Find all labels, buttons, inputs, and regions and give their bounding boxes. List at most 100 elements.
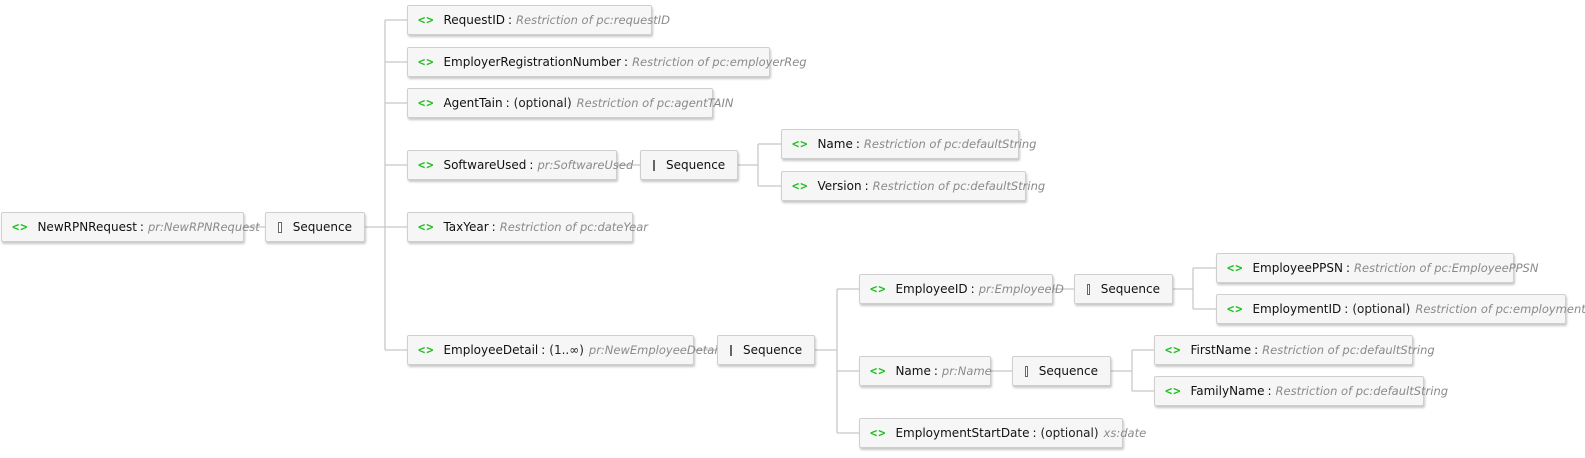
name-type-separator: : (864, 179, 869, 193)
element-icon: <> (12, 220, 29, 234)
element-icon: <> (418, 13, 435, 27)
element-type: pr:Name (941, 364, 992, 378)
element-name: EmployeeDetail (443, 343, 539, 357)
element-type: pr:SoftwareUsed (537, 158, 634, 172)
element-name: EmployerRegistrationNumber (443, 55, 622, 69)
element-type: Restriction of pc:dateYear (499, 220, 648, 234)
element-node-employerregistrationnumber[interactable]: <> EmployerRegistrationNumber : Restrict… (407, 47, 807, 77)
element-name: Version (817, 179, 862, 193)
element-icon: <> (418, 158, 435, 172)
element-icon: <> (418, 343, 435, 357)
element-cardinality: (optional) (1352, 302, 1411, 316)
element-node-requestid[interactable]: <> RequestID : Restriction of pc:request… (407, 5, 670, 35)
element-icon: <> (1227, 302, 1244, 316)
element-type: pr:NewRPNRequest (147, 220, 260, 234)
name-type-separator: : (505, 96, 510, 110)
name-type-separator: : (1267, 384, 1272, 398)
element-type: Restriction of pc:defaultString (1262, 343, 1435, 357)
element-cardinality: (optional) (513, 96, 572, 110)
element-type: Restriction of pc:defaultString (1275, 384, 1449, 398)
sequence-label: Sequence (743, 343, 803, 357)
element-name: Name (895, 364, 931, 378)
sequence-icon (278, 221, 282, 233)
sequence-node-root[interactable]: Sequence (265, 212, 365, 242)
element-node-software-name[interactable]: <> Name : Restriction of pc:defaultStrin… (781, 129, 1036, 159)
sequence-icon (653, 159, 655, 171)
element-name: RequestID (443, 13, 505, 27)
element-type: xs:date (1103, 426, 1147, 440)
sequence-label: Sequence (666, 158, 726, 172)
element-name: Name (817, 137, 853, 151)
element-node-agenttain[interactable]: <> AgentTain : (optional) Restriction of… (407, 88, 733, 118)
element-type: Restriction of pc:employerReg (632, 55, 807, 69)
sequence-node-name[interactable]: Sequence (1012, 356, 1111, 386)
sequence-node-softwareused[interactable]: Sequence (640, 150, 738, 180)
name-type-separator: : (507, 13, 513, 27)
element-type: Restriction of pc:defaultString (872, 179, 1046, 193)
element-icon: <> (792, 137, 809, 151)
element-node-familyname[interactable]: <> FamilyName : Restriction of pc:defaul… (1154, 376, 1448, 406)
element-name: FirstName (1190, 343, 1252, 357)
element-node-employeedetail[interactable]: <> EmployeeDetail : (1..∞) pr:NewEmploye… (407, 335, 721, 365)
element-icon: <> (418, 55, 435, 69)
sequence-icon (730, 344, 732, 356)
name-type-separator: : (139, 220, 144, 234)
name-type-separator: : (855, 137, 860, 151)
element-node-employeeid[interactable]: <> EmployeeID : pr:EmployeeID (859, 274, 1064, 304)
element-node-softwareused[interactable]: <> SoftwareUsed : pr:SoftwareUsed (407, 150, 633, 180)
name-type-separator: : (933, 364, 938, 378)
element-name: FamilyName (1190, 384, 1265, 398)
element-icon: <> (792, 179, 809, 193)
element-type: Restriction of pc:requestID (516, 13, 670, 27)
sequence-node-employeeid[interactable]: Sequence (1074, 274, 1173, 304)
element-name: TaxYear (443, 220, 489, 234)
element-icon: <> (870, 426, 887, 440)
name-type-separator: : (624, 55, 629, 69)
element-name: EmployeeID (895, 282, 968, 296)
element-name: AgentTain (443, 96, 503, 110)
element-type: Restriction of pc:defaultString (863, 137, 1037, 151)
name-type-separator: : (1254, 343, 1259, 357)
element-icon: <> (418, 96, 435, 110)
element-cardinality: (1..∞) (549, 343, 584, 357)
name-type-separator: : (541, 343, 546, 357)
element-icon: <> (1165, 384, 1182, 398)
element-node-employee-name[interactable]: <> Name : pr:Name (859, 356, 992, 386)
sequence-label: Sequence (292, 220, 352, 234)
name-type-separator: : (491, 220, 496, 234)
sequence-icon (1087, 283, 1090, 295)
element-node-firstname[interactable]: <> FirstName : Restriction of pc:default… (1154, 335, 1435, 365)
element-icon: <> (1227, 261, 1244, 275)
sequence-icon (1025, 365, 1028, 377)
element-node-employmentid[interactable]: <> EmploymentID : (optional) Restriction… (1216, 294, 1585, 324)
element-name: EmployeePPSN (1252, 261, 1343, 275)
element-node-employmentstartdate[interactable]: <> EmploymentStartDate : (optional) xs:d… (859, 418, 1146, 448)
element-type: Restriction of pc:EmployeePPSN (1354, 261, 1539, 275)
element-cardinality: (optional) (1040, 426, 1099, 440)
name-type-separator: : (1032, 426, 1037, 440)
element-type: pr:NewEmployeeDetail (588, 343, 721, 357)
element-node-software-version[interactable]: <> Version : Restriction of pc:defaultSt… (781, 171, 1045, 201)
name-type-separator: : (970, 282, 975, 296)
element-name: EmploymentID (1252, 302, 1342, 316)
name-type-separator: : (1344, 302, 1349, 316)
element-node-employeeppsn[interactable]: <> EmployeePPSN : Restriction of pc:Empl… (1216, 253, 1538, 283)
name-type-separator: : (1345, 261, 1350, 275)
element-type: pr:EmployeeID (978, 282, 1064, 296)
sequence-label: Sequence (1038, 364, 1098, 378)
element-node-taxyear[interactable]: <> TaxYear : Restriction of pc:dateYear (407, 212, 648, 242)
element-icon: <> (870, 364, 887, 378)
name-type-separator: : (529, 158, 534, 172)
element-name: SoftwareUsed (443, 158, 527, 172)
element-icon: <> (870, 282, 887, 296)
sequence-label: Sequence (1100, 282, 1160, 296)
sequence-node-employeedetail[interactable]: Sequence (717, 335, 815, 365)
element-type: Restriction of pc:employmentID (1415, 302, 1585, 316)
element-icon: <> (1165, 343, 1182, 357)
element-node-newrpnrequest[interactable]: <> NewRPNRequest : pr:NewRPNRequest (1, 212, 260, 242)
element-name: EmploymentStartDate (895, 426, 1030, 440)
element-name: NewRPNRequest (37, 220, 137, 234)
element-type: Restriction of pc:agentTAIN (576, 96, 734, 110)
element-icon: <> (418, 220, 435, 234)
